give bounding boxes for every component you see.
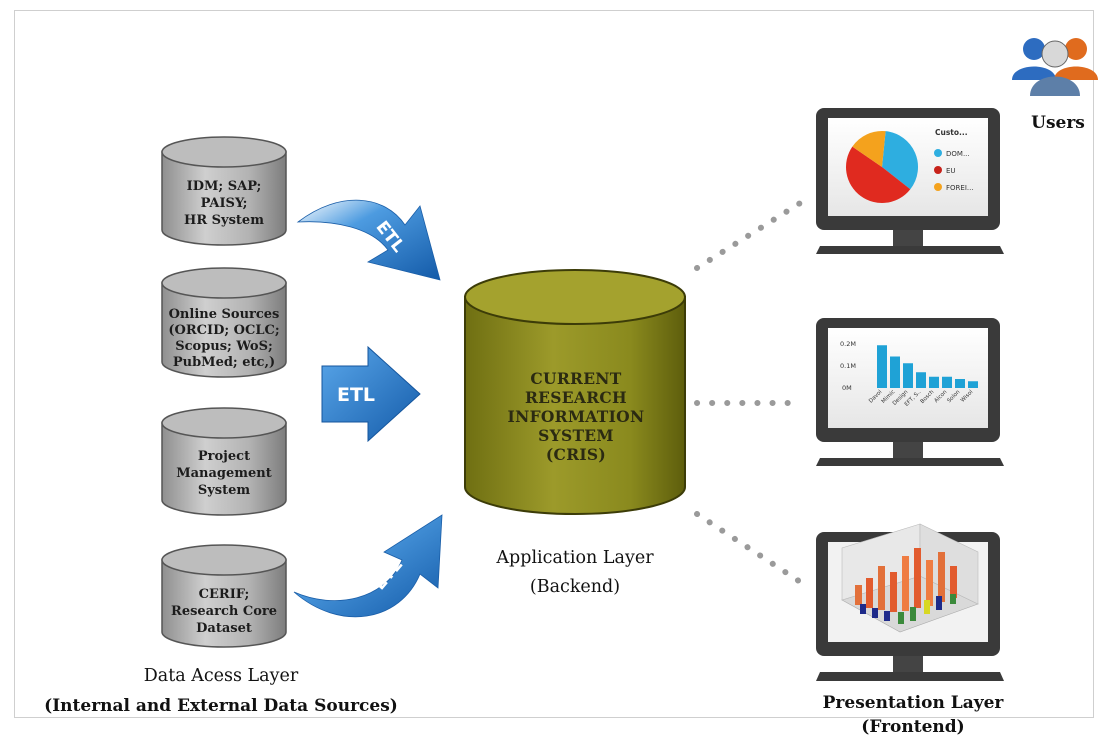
cris-line-3: INFORMATION bbox=[508, 407, 645, 426]
pie-legend-title: Custo... bbox=[935, 128, 968, 137]
bar-tick-2: 0.1M bbox=[840, 362, 856, 370]
bar bbox=[955, 379, 965, 388]
bar-tick-3: 0M bbox=[842, 384, 852, 392]
source-1-line-2: PAISY; bbox=[201, 196, 248, 211]
source-4-line-1: CERIF; bbox=[199, 587, 250, 602]
cris-line-1: CURRENT bbox=[530, 369, 621, 388]
bar bbox=[877, 345, 887, 388]
source-2-line-3: Scopus; WoS; bbox=[175, 339, 273, 354]
source-4-line-3: Dataset bbox=[196, 621, 252, 636]
source-cylinder-2: Online Sources (ORCID; OCLC; Scopus; WoS… bbox=[161, 267, 287, 378]
bar bbox=[942, 376, 952, 388]
bar-3d-chart-mini bbox=[841, 523, 979, 633]
bar bbox=[929, 376, 939, 388]
source-2-line-2: (ORCID; OCLC; bbox=[168, 323, 279, 338]
pie-slice bbox=[846, 146, 911, 203]
monitor-1-keyboard bbox=[816, 246, 1004, 254]
bar bbox=[916, 372, 926, 388]
data-access-layer-label: Data Acess Layer (Internal and External … bbox=[44, 666, 398, 716]
source-3-line-3: System bbox=[198, 483, 251, 498]
pie-slice bbox=[882, 131, 918, 190]
application-layer-subtitle: (Backend) bbox=[530, 577, 620, 597]
source-3-line-2: Management bbox=[176, 466, 272, 481]
cris-cylinder: CURRENT RESEARCH INFORMATION SYSTEM (CRI… bbox=[464, 269, 686, 515]
pie-slice bbox=[852, 131, 886, 167]
bar bbox=[903, 363, 913, 388]
etl-arrow-top: ETL bbox=[296, 199, 441, 281]
connector-bottom bbox=[694, 511, 811, 590]
monitor-1: Custo... DOM... EU FOREI... bbox=[816, 108, 1004, 254]
monitor-2-keyboard bbox=[816, 458, 1004, 466]
cris-line-5: (CRIS) bbox=[546, 445, 606, 464]
bar bbox=[968, 381, 978, 388]
application-layer-label: Application Layer (Backend) bbox=[495, 548, 654, 597]
users-icon: Users bbox=[1012, 38, 1098, 133]
users-label: Users bbox=[1031, 113, 1085, 133]
pie-legend-item-1: DOM... bbox=[946, 150, 970, 158]
monitor-3 bbox=[816, 523, 1004, 681]
source-2-line-1: Online Sources bbox=[169, 307, 280, 322]
bar bbox=[890, 356, 900, 388]
etl-arrow-bottom: ETL bbox=[293, 514, 443, 618]
pie-legend-dot-2 bbox=[934, 166, 942, 174]
connector-top bbox=[694, 197, 808, 271]
pie-legend-dot-1 bbox=[934, 149, 942, 157]
cris-line-4: SYSTEM bbox=[538, 426, 614, 445]
source-1-line-3: HR System bbox=[184, 213, 264, 228]
source-cylinder-3: Project Management System bbox=[161, 407, 287, 516]
source-4-line-2: Research Core bbox=[171, 604, 277, 619]
cris-line-2: RESEARCH bbox=[525, 388, 627, 407]
presentation-layer-subtitle: (Frontend) bbox=[861, 717, 964, 737]
data-access-layer-subtitle: (Internal and External Data Sources) bbox=[44, 696, 398, 716]
presentation-layer-label: Presentation Layer (Frontend) bbox=[823, 693, 1005, 737]
pie-legend-item-3: FOREI... bbox=[946, 184, 974, 192]
bar-tick-1: 0.2M bbox=[840, 340, 856, 348]
dotted-connectors bbox=[694, 197, 811, 590]
pie-legend-item-2: EU bbox=[946, 167, 956, 175]
source-cylinder-4: CERIF; Research Core Dataset bbox=[161, 544, 287, 648]
data-access-layer-title: Data Acess Layer bbox=[144, 666, 299, 686]
application-layer-title: Application Layer bbox=[495, 548, 654, 568]
etl-label-middle: ETL bbox=[337, 384, 375, 406]
source-1-line-1: IDM; SAP; bbox=[187, 179, 262, 194]
pie-chart-mini bbox=[846, 131, 918, 203]
pie-legend-dot-3 bbox=[934, 183, 942, 191]
monitor-3-keyboard bbox=[816, 672, 1004, 681]
source-2-line-4: PubMed; etc,) bbox=[173, 355, 275, 370]
source-3-line-1: Project bbox=[198, 449, 250, 464]
presentation-layer-title: Presentation Layer bbox=[823, 693, 1005, 713]
source-cylinder-1: IDM; SAP; PAISY; HR System bbox=[161, 136, 287, 246]
etl-arrow-middle: ETL bbox=[321, 345, 421, 443]
